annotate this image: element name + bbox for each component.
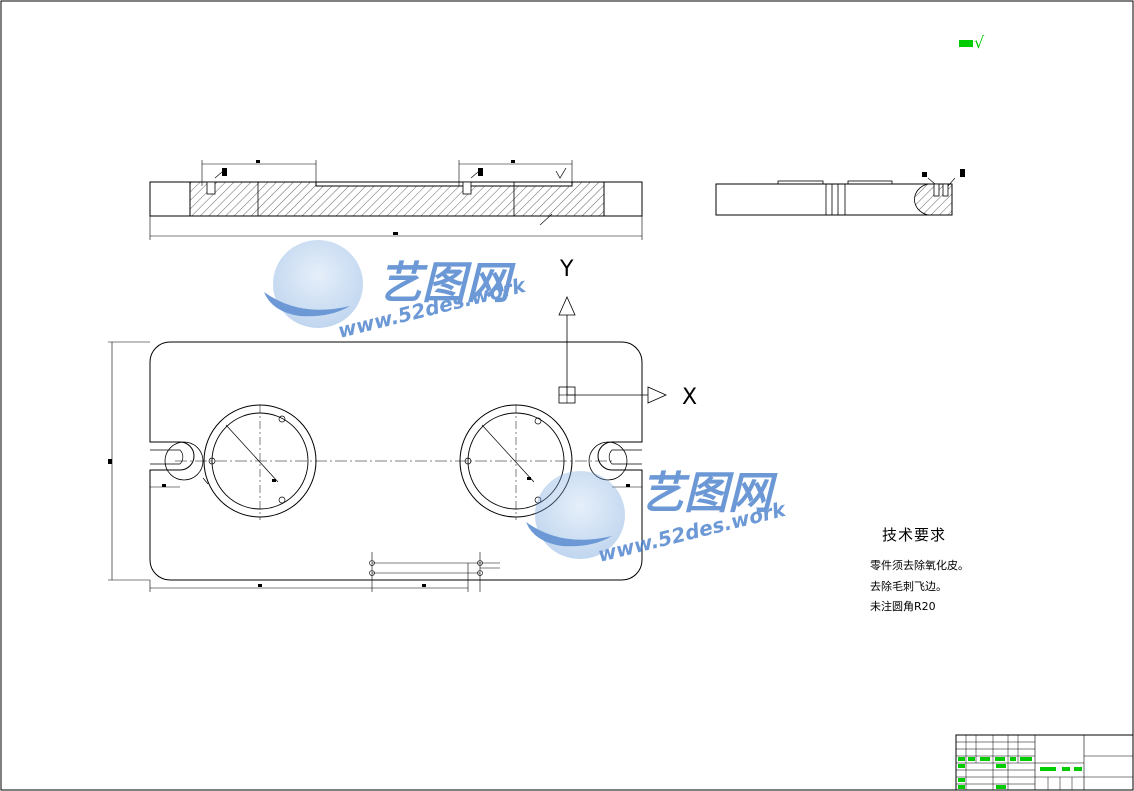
- title-block: [955, 734, 1134, 791]
- watermark-brand-1: 艺图网: [378, 258, 516, 309]
- front-section-view: [149, 160, 643, 240]
- side-view: [715, 169, 965, 216]
- axis-x-label: X: [682, 385, 697, 410]
- tech-requirements-title: 技术要求: [882, 526, 947, 544]
- watermark-2: 艺图网 www.52des.work: [526, 468, 789, 567]
- ucs-axis-icon: X Y: [558, 257, 697, 410]
- tech-requirement-3: 未注圆角R20: [870, 600, 936, 613]
- plan-view: [108, 341, 643, 592]
- tech-requirement-1: 零件须去除氧化皮。: [870, 559, 969, 572]
- roughness-symbol: √: [974, 33, 985, 52]
- roughness-mark: √: [959, 33, 985, 52]
- tech-requirement-2: 去除毛刺飞边。: [870, 580, 947, 593]
- axis-y-label: Y: [559, 257, 574, 282]
- watermark-brand-2: 艺图网: [640, 468, 778, 519]
- watermark-1: 艺图网 www.52des.work: [264, 240, 529, 343]
